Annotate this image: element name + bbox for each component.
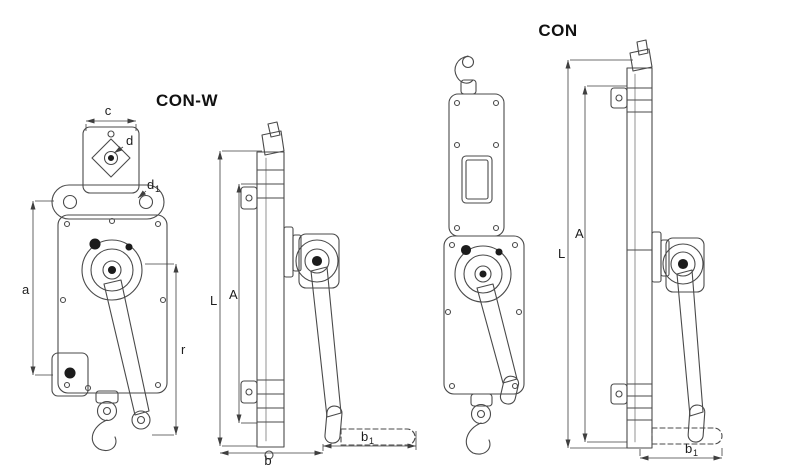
top-hook-eye [461, 55, 475, 69]
hook-clevis [470, 393, 493, 407]
ratchet-wheel [295, 239, 339, 283]
top-fitting [629, 48, 653, 72]
body-plate [57, 214, 168, 394]
dim-label-A: A [229, 287, 238, 302]
dimensions-con-side: L A b 1 [558, 59, 723, 461]
chain-anchor-top [240, 186, 258, 210]
hook-eye [470, 403, 492, 425]
lever-grip [499, 375, 520, 405]
frame-column [256, 151, 285, 448]
handwheel [81, 239, 143, 301]
ratchet-wheel [662, 243, 704, 285]
bolt-holes [444, 241, 523, 390]
lever [476, 283, 518, 384]
dim-label-c: c [105, 103, 112, 118]
lever-rotated-dashed [340, 428, 416, 446]
chain-housing [448, 93, 505, 237]
inspection-window [461, 155, 493, 204]
pawl [89, 238, 101, 250]
lever [676, 269, 704, 417]
bottom-hook [465, 422, 491, 455]
con-w-front-view [51, 126, 168, 452]
dimensions-con-w-side: L A b b 1 [210, 150, 417, 467]
shackle-diamond [91, 138, 131, 178]
con-w-side-view [240, 121, 416, 460]
lever-grip [324, 405, 343, 444]
dim-label-L: L [210, 293, 217, 308]
dim-label-b1: b [685, 441, 692, 456]
dim-label-d: d [126, 133, 133, 148]
lever-grip [131, 410, 151, 430]
lever-grip [687, 404, 706, 443]
dim-label-d1: d [147, 177, 154, 192]
ratchet-housing [298, 233, 340, 289]
pawl [460, 244, 472, 256]
lever [103, 279, 150, 416]
top-hook [454, 55, 474, 84]
anchor-bracket [51, 352, 89, 397]
dim-label-A: A [575, 226, 584, 241]
bolt-holes [59, 217, 167, 392]
title-con: CON [538, 21, 577, 40]
chain-anchor-bottom [610, 383, 628, 405]
dim-label-b1-sub: 1 [693, 448, 698, 458]
dim-label-r: r [181, 342, 186, 357]
top-shackle-plate [82, 126, 140, 194]
title-con-w: CON-W [156, 91, 218, 110]
dim-label-b1-sub: 1 [369, 436, 374, 446]
handwheel [454, 245, 512, 303]
dim-label-b1: b [361, 429, 368, 444]
con-side-view [610, 39, 723, 449]
top-fitting [261, 130, 285, 156]
hook-eye [96, 400, 118, 422]
dim-label-b: b [264, 453, 271, 467]
bolt-holes [453, 99, 500, 232]
dim-label-d1-sub: 1 [155, 184, 160, 194]
dimensions-con-w-front: c d d 1 a r [22, 103, 186, 436]
bottom-hook [91, 419, 117, 452]
suspension-lug [51, 184, 165, 220]
chain-anchor-bottom [240, 380, 258, 404]
hook-clevis [95, 390, 119, 404]
lever-rotated-dashed [651, 427, 723, 445]
chain-anchor-top [610, 87, 628, 109]
frame-column [626, 67, 653, 449]
ratchet-housing [665, 237, 705, 293]
con-front-view [443, 55, 525, 455]
dim-label-L: L [558, 246, 565, 261]
dim-label-a: a [22, 282, 30, 297]
lever [310, 266, 342, 418]
